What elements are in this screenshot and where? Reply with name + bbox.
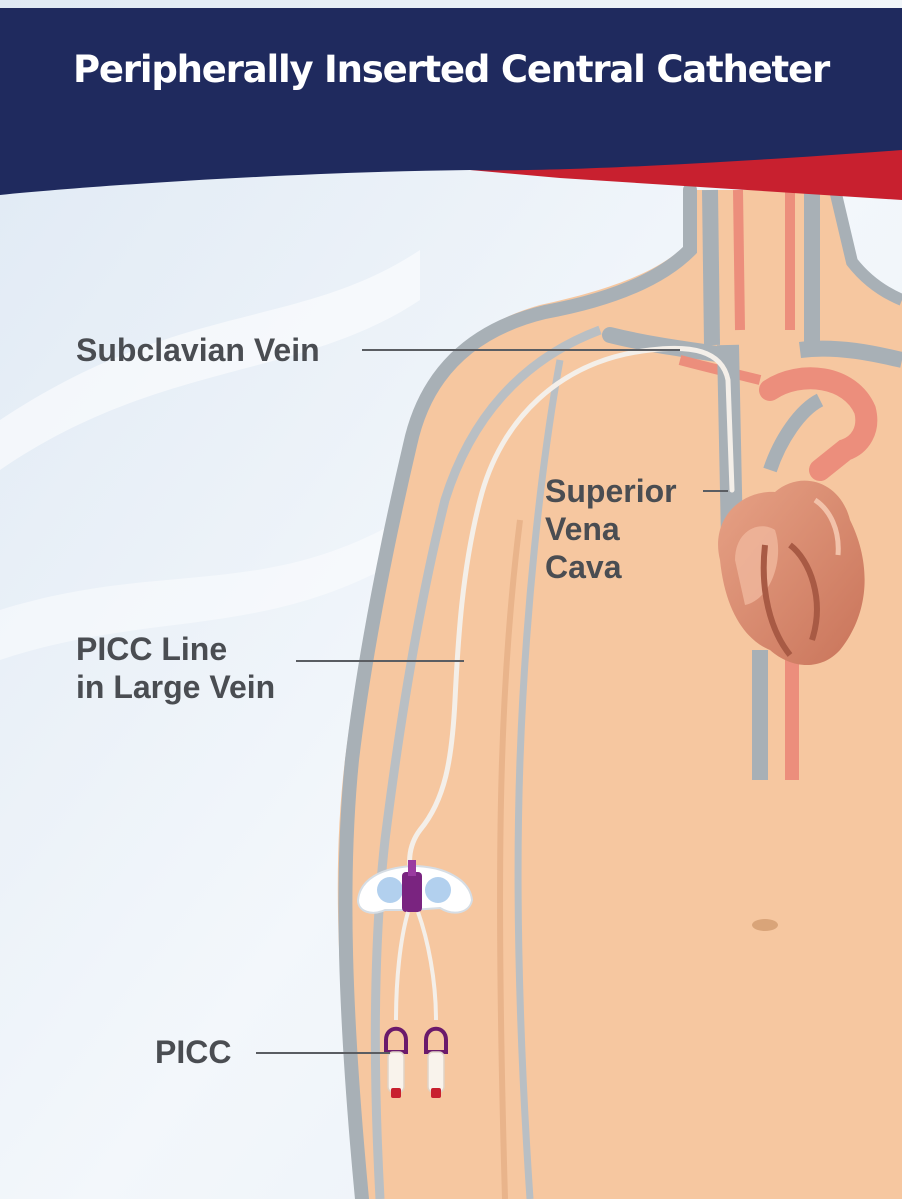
navel [752, 919, 778, 931]
superior-vena-cava-label: Superior Vena Cava [545, 472, 677, 586]
picc-line-label-line-1: PICC Line [76, 630, 275, 668]
picc-label: PICC [155, 1033, 231, 1071]
svc-label-line-3: Cava [545, 548, 677, 586]
jugular-vein [710, 190, 712, 345]
page-title: Peripherally Inserted Central Catheter [0, 48, 902, 91]
picc-line-label-line-2: in Large Vein [76, 668, 275, 706]
subclavian-vein-label-line: Subclavian Vein [76, 331, 320, 369]
subclavian-vein-label: Subclavian Vein [76, 331, 320, 369]
picc-line-label: PICC Line in Large Vein [76, 630, 275, 706]
carotid-artery [738, 190, 740, 330]
picc-label-line: PICC [155, 1033, 231, 1071]
svc-label-line-1: Superior [545, 472, 677, 510]
svc-label-line-2: Vena [545, 510, 677, 548]
